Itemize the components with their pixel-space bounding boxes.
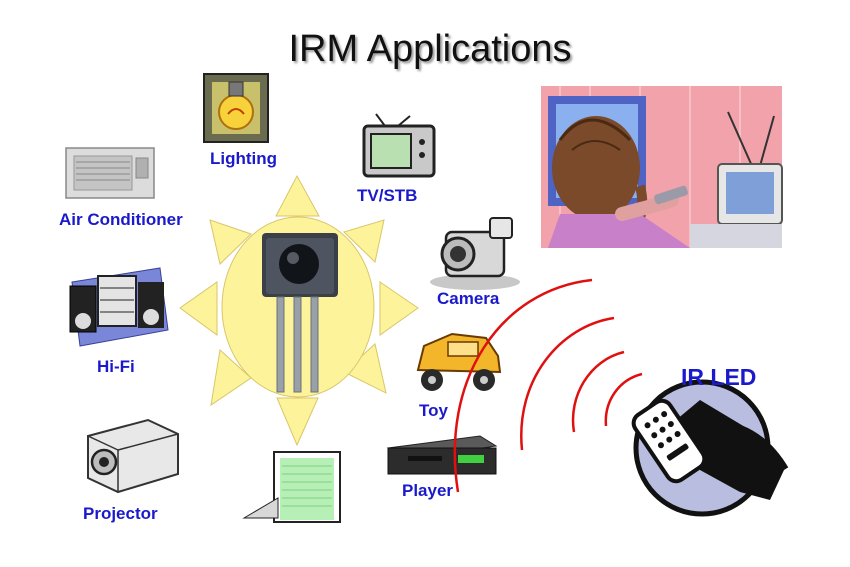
ir-signal-waves	[453, 278, 643, 493]
tv-viewing-scene-illustration	[541, 86, 783, 248]
label-camera: Camera	[437, 289, 500, 308]
light-bulb-icon	[203, 73, 269, 143]
stereo-icon	[69, 267, 169, 347]
air-conditioner-icon	[65, 147, 155, 199]
label-air-conditioner: Air Conditioner	[59, 210, 183, 229]
label-projector: Projector	[83, 504, 158, 523]
laptop-icon	[242, 451, 341, 523]
label-ir-led: IR LED	[681, 364, 757, 390]
remote-control-hand-icon	[631, 379, 789, 517]
label-lighting: Lighting	[210, 149, 278, 168]
label-toy: Toy	[419, 401, 448, 420]
tv-icon	[362, 113, 436, 178]
label-tv-stb: TV/STB	[357, 186, 418, 205]
camcorder-icon	[430, 217, 520, 290]
label-player: Player	[402, 481, 454, 500]
page-title: IRM Applications	[288, 28, 572, 70]
ir-receiver-module	[262, 233, 338, 393]
dvd-player-icon	[386, 435, 498, 475]
projector-icon	[87, 418, 179, 494]
label-hi-fi: Hi-Fi	[97, 357, 135, 376]
toy-car-icon	[416, 332, 502, 391]
